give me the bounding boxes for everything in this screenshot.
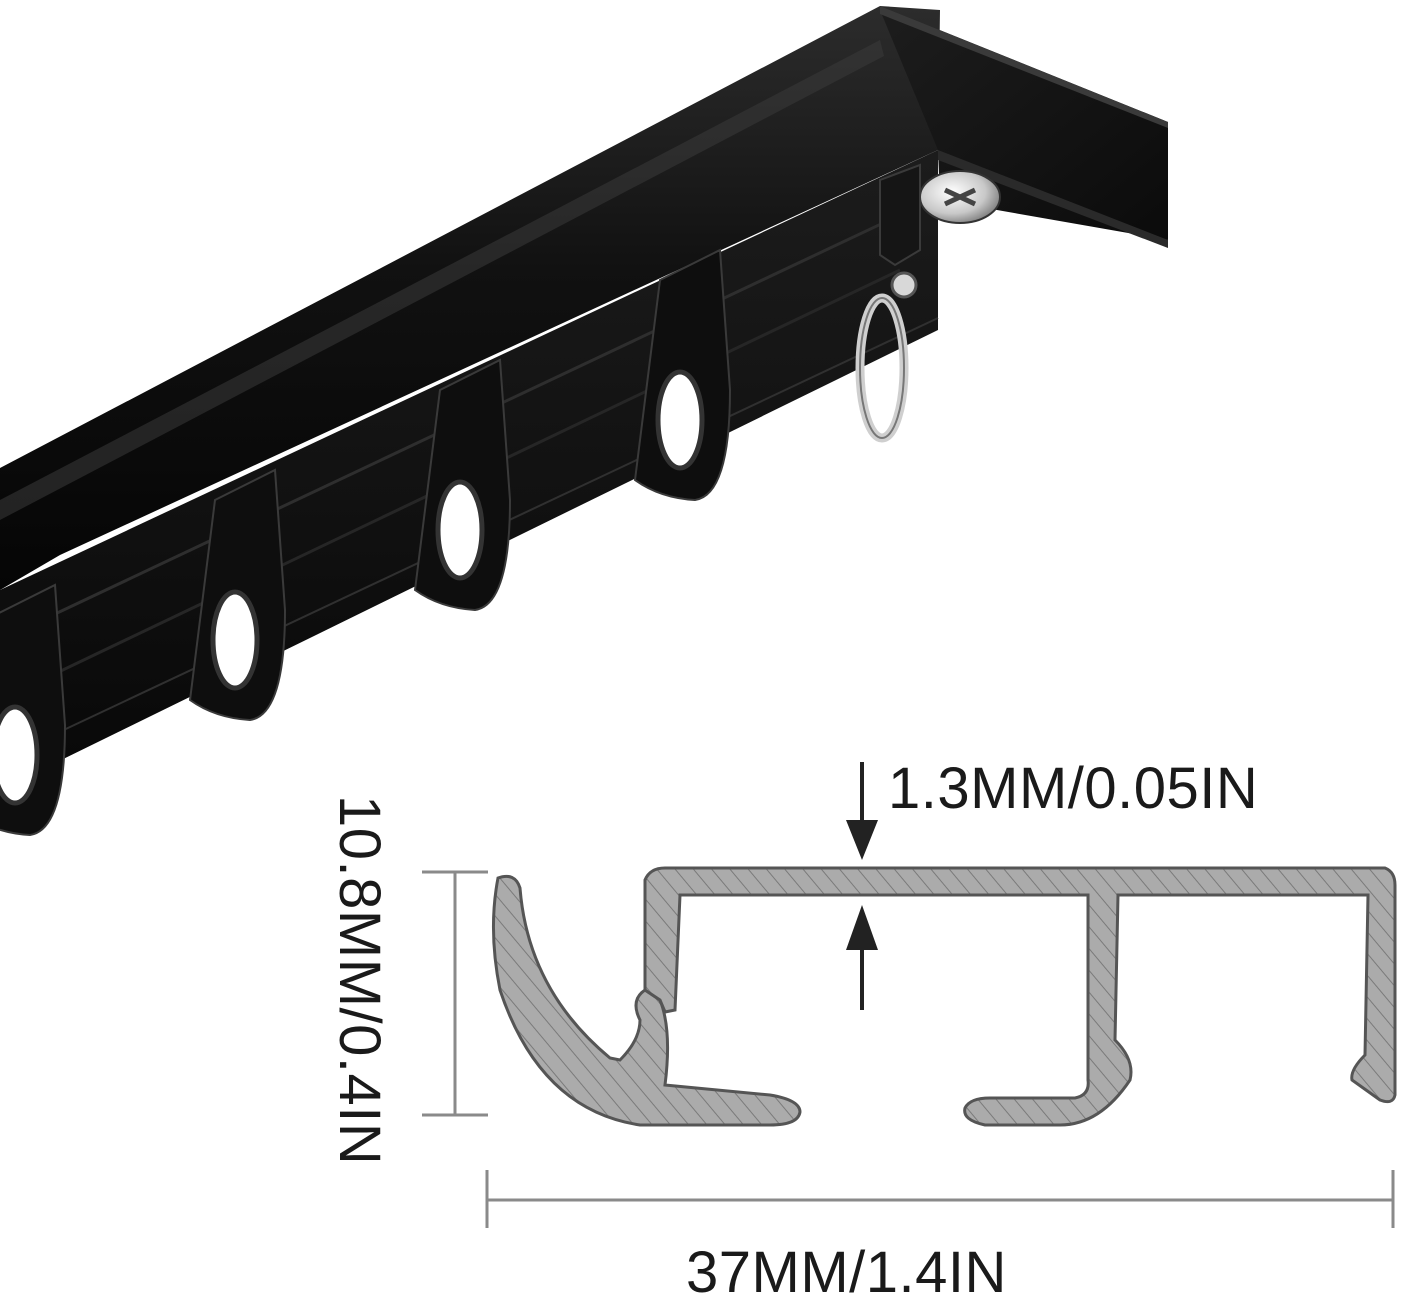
- profile-main-body: [643, 866, 1397, 1127]
- glider-icon: [0, 583, 67, 837]
- width-label: 37MM/1.4IN: [686, 1240, 1007, 1303]
- rail-top-face: [0, 6, 940, 590]
- curtain-rail: [0, 6, 1168, 790]
- width-dimension-line: [485, 1170, 1395, 1228]
- screw-icon: [919, 170, 1001, 224]
- end-hook-icon: [855, 163, 921, 443]
- profile-left-hook: [491, 874, 802, 1127]
- track-cross-section: [491, 866, 1397, 1127]
- thickness-arrows: [846, 762, 878, 1010]
- thickness-label: 1.3MM/0.05IN: [888, 756, 1258, 821]
- glider-icon: [188, 468, 287, 722]
- rail-highlight: [0, 40, 884, 520]
- glider-icon: [413, 358, 512, 612]
- glider-icon: [633, 248, 732, 502]
- height-label: 10.8MM/0.4IN: [327, 795, 392, 1165]
- height-dimension-line: [422, 870, 488, 1117]
